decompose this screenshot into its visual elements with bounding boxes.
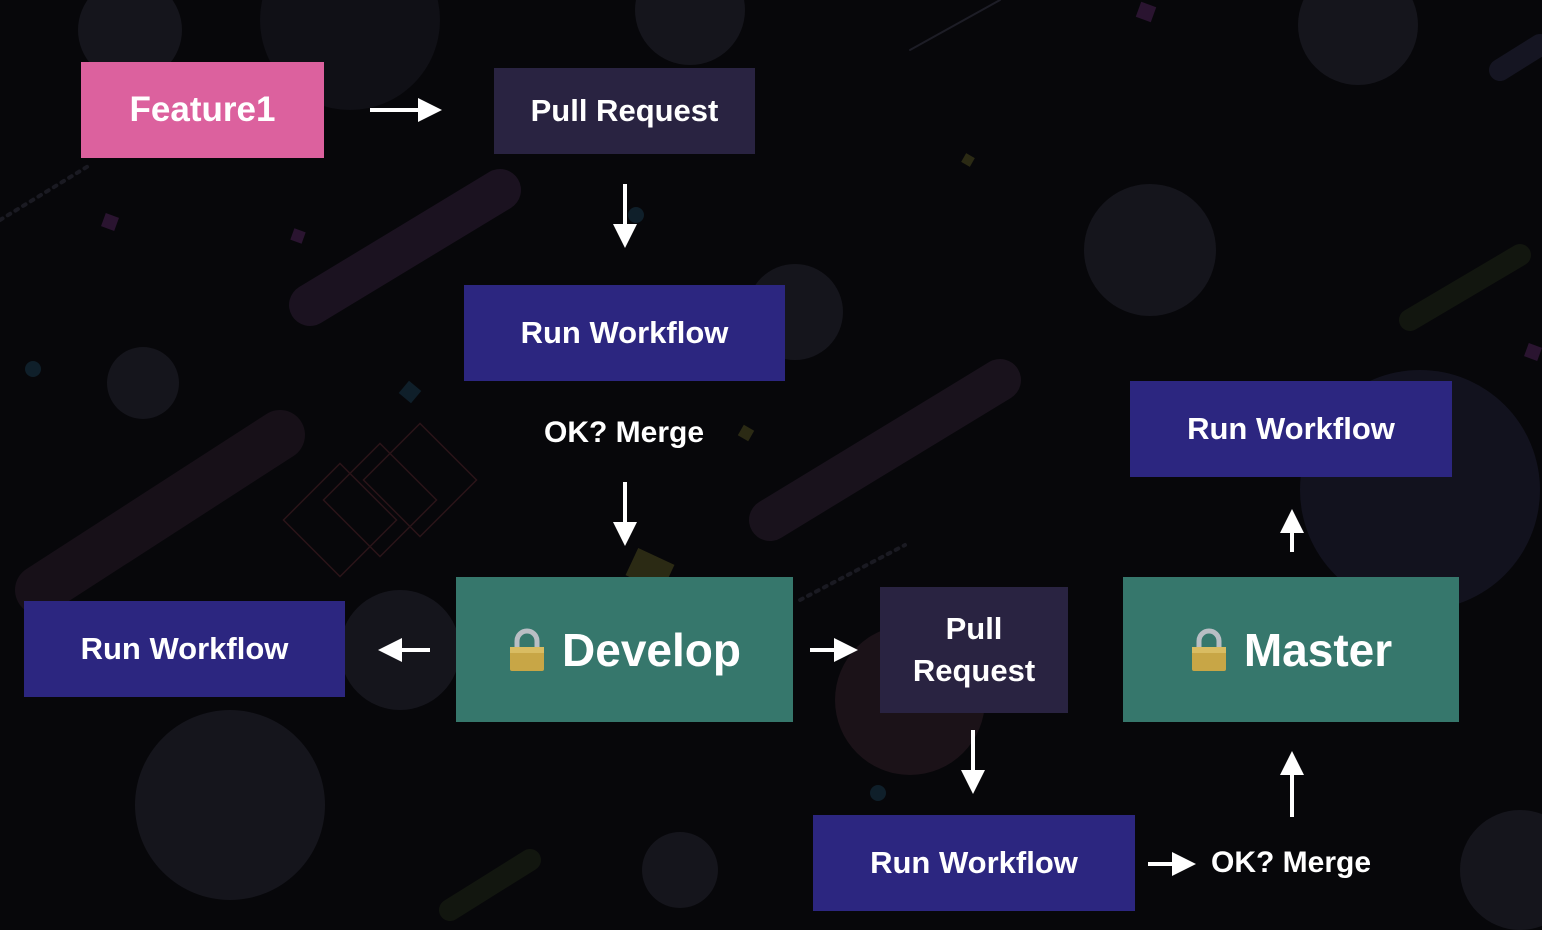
develop-label: Develop (562, 623, 741, 676)
ok-merge-top-label: OK? Merge (544, 416, 705, 449)
feature1-branch-box: Feature1 (81, 62, 324, 158)
run-workflow-left-box: Run Workflow (24, 601, 345, 697)
feature1-label: Feature1 (129, 90, 276, 129)
run-workflow-right-box: Run Workflow (1130, 381, 1452, 477)
lock-icon (1191, 628, 1226, 671)
pull-request-top-box: Pull Request (494, 68, 755, 154)
pull-request-top-label: Pull Request (530, 93, 719, 128)
run-workflow-top-box: Run Workflow (464, 285, 785, 381)
master-branch-box: Master (1123, 577, 1459, 722)
ok-merge-bottom-label: OK? Merge (1211, 846, 1372, 879)
run-workflow-right-label: Run Workflow (1187, 411, 1395, 446)
pull-request-middle-box: Pull Request (880, 587, 1068, 713)
develop-branch-box: Develop (456, 577, 793, 722)
run-workflow-top-label: Run Workflow (520, 315, 729, 350)
pull-request-middle-label-line1: Pull (945, 611, 1003, 646)
lock-icon (510, 628, 545, 671)
pull-request-middle-label-line2: Request (912, 653, 1036, 688)
master-label: Master (1243, 623, 1393, 676)
run-workflow-left-label: Run Workflow (80, 631, 289, 666)
run-workflow-bottom-label: Run Workflow (870, 845, 1078, 880)
run-workflow-bottom-box: Run Workflow (813, 815, 1135, 911)
